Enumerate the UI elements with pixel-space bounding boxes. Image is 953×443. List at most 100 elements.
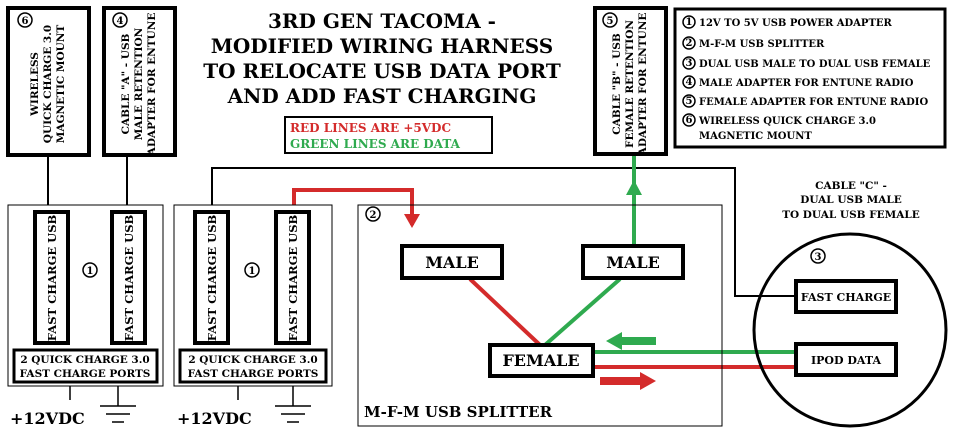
cable-c-title-1: CABLE "C" - [815, 180, 887, 192]
diagram-title: 3RD GEN TACOMA - MODIFIED WIRING HARNESS… [203, 9, 561, 108]
black-wires [47, 155, 796, 297]
title-line-1: 3RD GEN TACOMA - [268, 9, 496, 33]
number-badge-text: 2 [686, 38, 693, 49]
device-5-cable-b: 5 CABLE "B" - USB FEMALE RETENTION ADAPT… [593, 6, 668, 157]
device-6-box [6, 6, 91, 157]
red-arrow-down [404, 214, 420, 228]
green-arrow-left [606, 332, 656, 350]
device-4-line-3: ADAPTER FOR ENTUNE [146, 13, 158, 157]
parts-legend-item-2: 2 M-F-M USB SPLITTER [682, 36, 825, 50]
adapter-right-port-2-label: FAST CHARGE USB [286, 215, 300, 342]
number-badge [82, 262, 98, 278]
number-badge-text: 1 [249, 266, 256, 277]
parts-legend-text: 12V TO 5V USB POWER ADAPTER [699, 18, 893, 29]
adapter-right-port-1 [193, 210, 230, 345]
usb-power-adapter-right: FAST CHARGE USB FAST CHARGE USB 1 2 QUIC… [173, 204, 333, 428]
splitter-female [488, 343, 595, 378]
parts-legend-text: DUAL USB MALE TO DUAL USB FEMALE [699, 59, 931, 70]
number-badge-text: 6 [22, 16, 29, 27]
splitter-caption: M-F-M USB SPLITTER [364, 403, 553, 421]
number-badge [682, 113, 696, 127]
number-badge [810, 248, 826, 264]
number-badge [602, 12, 618, 28]
title-line-2: MODIFIED WIRING HARNESS [211, 34, 554, 58]
adapter-left-port-2-label: FAST CHARGE USB [122, 215, 136, 342]
number-badge [682, 56, 696, 70]
number-badge-text: 2 [370, 210, 377, 221]
number-badge [244, 262, 260, 278]
number-badge-text: 4 [686, 77, 693, 88]
ground-icon [275, 386, 311, 423]
color-legend-box [284, 116, 493, 154]
adapter-right-port-1-label: FAST CHARGE USB [205, 215, 219, 342]
number-badge-text: 1 [686, 17, 693, 28]
red-wire-male-to-female [468, 277, 542, 347]
usb-splitter: 2 MALE MALE FEMALE M-F-M USB SPLITTER [357, 204, 723, 427]
parts-legend-item-4: 4 MALE ADAPTER FOR ENTUNE RADIO [682, 75, 914, 89]
parts-legend-text: MALE ADAPTER FOR ENTUNE RADIO [699, 78, 914, 89]
adapter-left-caption-1: 2 QUICK CHARGE 3.0 [20, 354, 149, 366]
number-badge [365, 206, 381, 222]
cable-c-fast-charge-port [794, 279, 898, 314]
adapter-left-port-2 [110, 210, 147, 345]
parts-legend-text: M-F-M USB SPLITTER [699, 39, 825, 50]
title-line-3: TO RELOCATE USB DATA PORT [203, 59, 561, 83]
splitter-box [357, 204, 723, 427]
device-6-wireless-mount: 6 WIRELESS QUICK CHARGE 3.0 MAGNETIC MOU… [6, 6, 91, 157]
parts-legend-item-1: 1 12V TO 5V USB POWER ADAPTER [682, 15, 893, 29]
number-badge [682, 75, 696, 89]
title-line-4: AND ADD FAST CHARGING [227, 84, 537, 108]
adapter-left-caption-box [12, 348, 159, 384]
splitter-male-2 [581, 244, 685, 280]
device-5-line-3: ADAPTER FOR ENTUNE [637, 13, 649, 157]
parts-legend-item-5: 5 FEMALE ADAPTER FOR ENTUNE RADIO [682, 94, 928, 108]
number-badge-text: 4 [117, 16, 124, 27]
usb-power-adapter-left: FAST CHARGE USB FAST CHARGE USB 1 2 QUIC… [7, 204, 164, 428]
number-badge-text: 5 [607, 16, 614, 27]
device-6-line-1: WIRELESS [29, 52, 41, 117]
device-4-box [102, 6, 177, 157]
parts-legend-text: FEMALE ADAPTER FOR ENTUNE RADIO [699, 97, 928, 108]
green-legend-text: GREEN LINES ARE DATA [290, 137, 461, 151]
device-5-line-1: CABLE "B" - USB [611, 33, 623, 135]
green-wires [543, 154, 796, 354]
color-legend: RED LINES ARE +5VDC GREEN LINES ARE DATA [284, 116, 493, 154]
parts-legend: 1 12V TO 5V USB POWER ADAPTER 2 M-F-M US… [673, 7, 947, 149]
cable-c-fast-charge-label: FAST CHARGE [801, 291, 891, 304]
adapter-left-supply: +12VDC [10, 409, 85, 428]
adapter-right-supply: +12VDC [177, 409, 252, 428]
adapter-right-caption-box [178, 348, 328, 384]
number-badge-text: 6 [686, 115, 693, 126]
adapter-right-caption-2: FAST CHARGE PORTS [188, 368, 319, 380]
number-badge-text: 5 [686, 96, 693, 107]
device-5-line-2: FEMALE RETENTION [624, 20, 636, 148]
cable-c-title-3: TO DUAL USB FEMALE [782, 209, 920, 221]
adapter-right-caption-1: 2 QUICK CHARGE 3.0 [188, 354, 317, 366]
device-4-cable-a: 4 CABLE "A" - USB MALE RETENTION ADAPTER… [102, 6, 177, 157]
adapter-right-port-2 [274, 210, 311, 345]
parts-legend-item-3: 3 DUAL USB MALE TO DUAL USB FEMALE [682, 56, 931, 70]
ground-icon [100, 386, 136, 423]
parts-legend-box [673, 7, 947, 149]
parts-legend-text: WIRELESS QUICK CHARGE 3.0 [698, 116, 876, 127]
splitter-male-2-label: MALE [606, 253, 660, 272]
cable-c-ipod-data-label: IPOD DATA [811, 354, 881, 367]
cable-c-dual-usb: CABLE "C" - DUAL USB MALE TO DUAL USB FE… [752, 180, 948, 428]
red-wire-adapter-to-male [292, 188, 414, 225]
adapter-left-port-1-label: FAST CHARGE USB [45, 215, 59, 342]
splitter-male-1-label: MALE [425, 253, 479, 272]
number-badge-text: 3 [815, 252, 822, 263]
parts-legend-text-line2: MAGNETIC MOUNT [699, 131, 812, 142]
wire-adapter-to-fast-charge [211, 167, 796, 297]
device-6-line-3: MAGNETIC MOUNT [55, 25, 67, 144]
adapter-left-port-1 [33, 210, 70, 345]
number-badge-text: 1 [87, 266, 94, 277]
device-6-line-2: QUICK CHARGE 3.0 [42, 25, 54, 143]
number-badge [682, 36, 696, 50]
cable-c-title-2: DUAL USB MALE [800, 194, 902, 206]
number-badge [17, 12, 33, 28]
splitter-male-1 [400, 244, 504, 280]
number-badge [112, 12, 128, 28]
